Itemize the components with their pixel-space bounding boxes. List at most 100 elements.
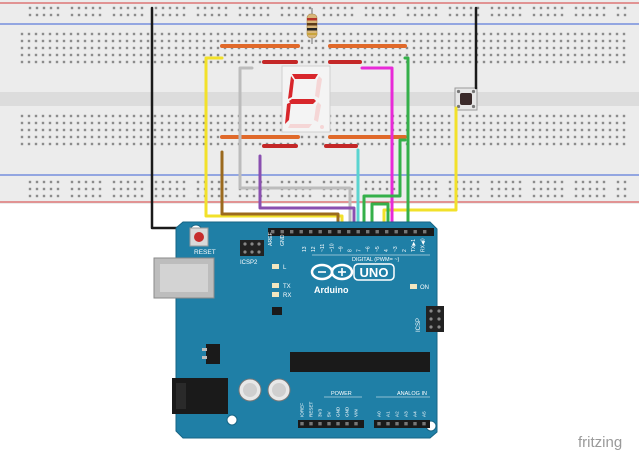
rail-hole xyxy=(322,194,326,198)
breadboard-hole xyxy=(118,46,122,50)
breadboard-hole xyxy=(41,60,45,64)
breadboard-hole xyxy=(622,60,626,64)
breadboard-hole xyxy=(587,53,591,57)
rail-hole xyxy=(553,187,557,191)
header-pin xyxy=(347,230,351,234)
rail-hole xyxy=(154,194,158,198)
breadboard-hole xyxy=(230,53,234,57)
breadboard-hole xyxy=(601,60,605,64)
breadboard-hole xyxy=(468,32,472,36)
rail-hole xyxy=(602,180,606,184)
rail-hole xyxy=(70,187,74,191)
breadboard-hole xyxy=(384,39,388,43)
breadboard-hole xyxy=(62,121,66,125)
rail-hole xyxy=(42,180,46,184)
breadboard-hole xyxy=(34,60,38,64)
breadboard-hole xyxy=(482,114,486,118)
header-pin xyxy=(290,230,294,234)
breadboard-hole xyxy=(202,135,206,139)
breadboard-hole xyxy=(146,39,150,43)
rail-hole xyxy=(497,194,501,198)
breadboard-hole xyxy=(482,53,486,57)
breadboard-hole xyxy=(538,135,542,139)
breadboard-hole xyxy=(251,53,255,57)
breadboard-hole xyxy=(356,142,360,146)
breadboard-hole xyxy=(279,114,283,118)
breadboard-hole xyxy=(48,142,52,146)
breadboard-hole xyxy=(622,32,626,36)
breadboard-hole xyxy=(118,53,122,57)
breadboard-hole xyxy=(69,32,73,36)
breadboard-hole xyxy=(118,114,122,118)
rail-hole xyxy=(462,6,466,10)
breadboard-hole xyxy=(335,121,339,125)
breadboard-hole xyxy=(349,121,353,125)
breadboard-hole xyxy=(615,32,619,36)
breadboard-hole xyxy=(62,32,66,36)
breadboard-hole xyxy=(41,114,45,118)
breadboard-hole xyxy=(608,142,612,146)
breadboard-hole xyxy=(181,32,185,36)
rail-hole xyxy=(28,194,32,198)
reset-button-cap[interactable] xyxy=(194,232,204,242)
button-cap[interactable] xyxy=(460,93,472,105)
rail-hole xyxy=(497,6,501,10)
breadboard-hole xyxy=(398,32,402,36)
breadboard-hole xyxy=(34,142,38,146)
breadboard-hole xyxy=(146,32,150,36)
rail-hole xyxy=(469,13,473,17)
breadboard-hole xyxy=(160,32,164,36)
rail-hole xyxy=(532,194,536,198)
breadboard-hole xyxy=(97,142,101,146)
push-button[interactable] xyxy=(454,87,478,111)
breadboard-hole xyxy=(132,114,136,118)
breadboard-hole xyxy=(482,121,486,125)
breadboard-hole xyxy=(531,60,535,64)
breadboard-hole xyxy=(398,39,402,43)
rail-hole xyxy=(217,187,221,191)
breadboard-hole xyxy=(167,135,171,139)
rail-hole xyxy=(371,180,375,184)
rail-hole xyxy=(392,13,396,17)
rail-hole xyxy=(616,180,620,184)
rail-hole xyxy=(329,13,333,17)
breadboard-hole xyxy=(601,46,605,50)
breadboard-hole xyxy=(321,39,325,43)
breadboard-hole xyxy=(573,53,577,57)
digital-pin-label: 2 xyxy=(402,249,408,252)
rail-hole xyxy=(476,6,480,10)
rail-hole xyxy=(126,6,130,10)
breadboard-hole xyxy=(524,128,528,132)
breadboard-hole xyxy=(412,142,416,146)
breadboard-hole xyxy=(433,128,437,132)
breadboard-hole xyxy=(258,128,262,132)
power-header xyxy=(298,420,364,428)
rail-hole xyxy=(462,187,466,191)
rail-hole xyxy=(112,180,116,184)
breadboard-hole xyxy=(377,60,381,64)
breadboard-hole xyxy=(83,53,87,57)
breadboard-hole xyxy=(615,142,619,146)
breadboard-hole xyxy=(426,121,430,125)
rail-hole xyxy=(98,13,102,17)
breadboard-hole xyxy=(538,53,542,57)
rail-hole xyxy=(112,13,116,17)
breadboard-hole xyxy=(524,53,528,57)
rail-hole xyxy=(266,13,270,17)
breadboard-hole xyxy=(503,128,507,132)
breadboard-hole xyxy=(188,121,192,125)
breadboard-hole xyxy=(377,53,381,57)
breadboard-hole xyxy=(594,142,598,146)
breadboard-hole xyxy=(475,135,479,139)
rail-hole xyxy=(133,187,137,191)
breadboard-hole xyxy=(76,121,80,125)
breadboard-hole xyxy=(587,46,591,50)
rail-hole xyxy=(133,13,137,17)
breadboard-hole xyxy=(223,32,227,36)
regulator-tab xyxy=(202,348,207,351)
rail-hole xyxy=(532,187,536,191)
rail-hole xyxy=(84,180,88,184)
rail-hole xyxy=(28,187,32,191)
breadboard-hole xyxy=(545,53,549,57)
breadboard-hole xyxy=(468,135,472,139)
